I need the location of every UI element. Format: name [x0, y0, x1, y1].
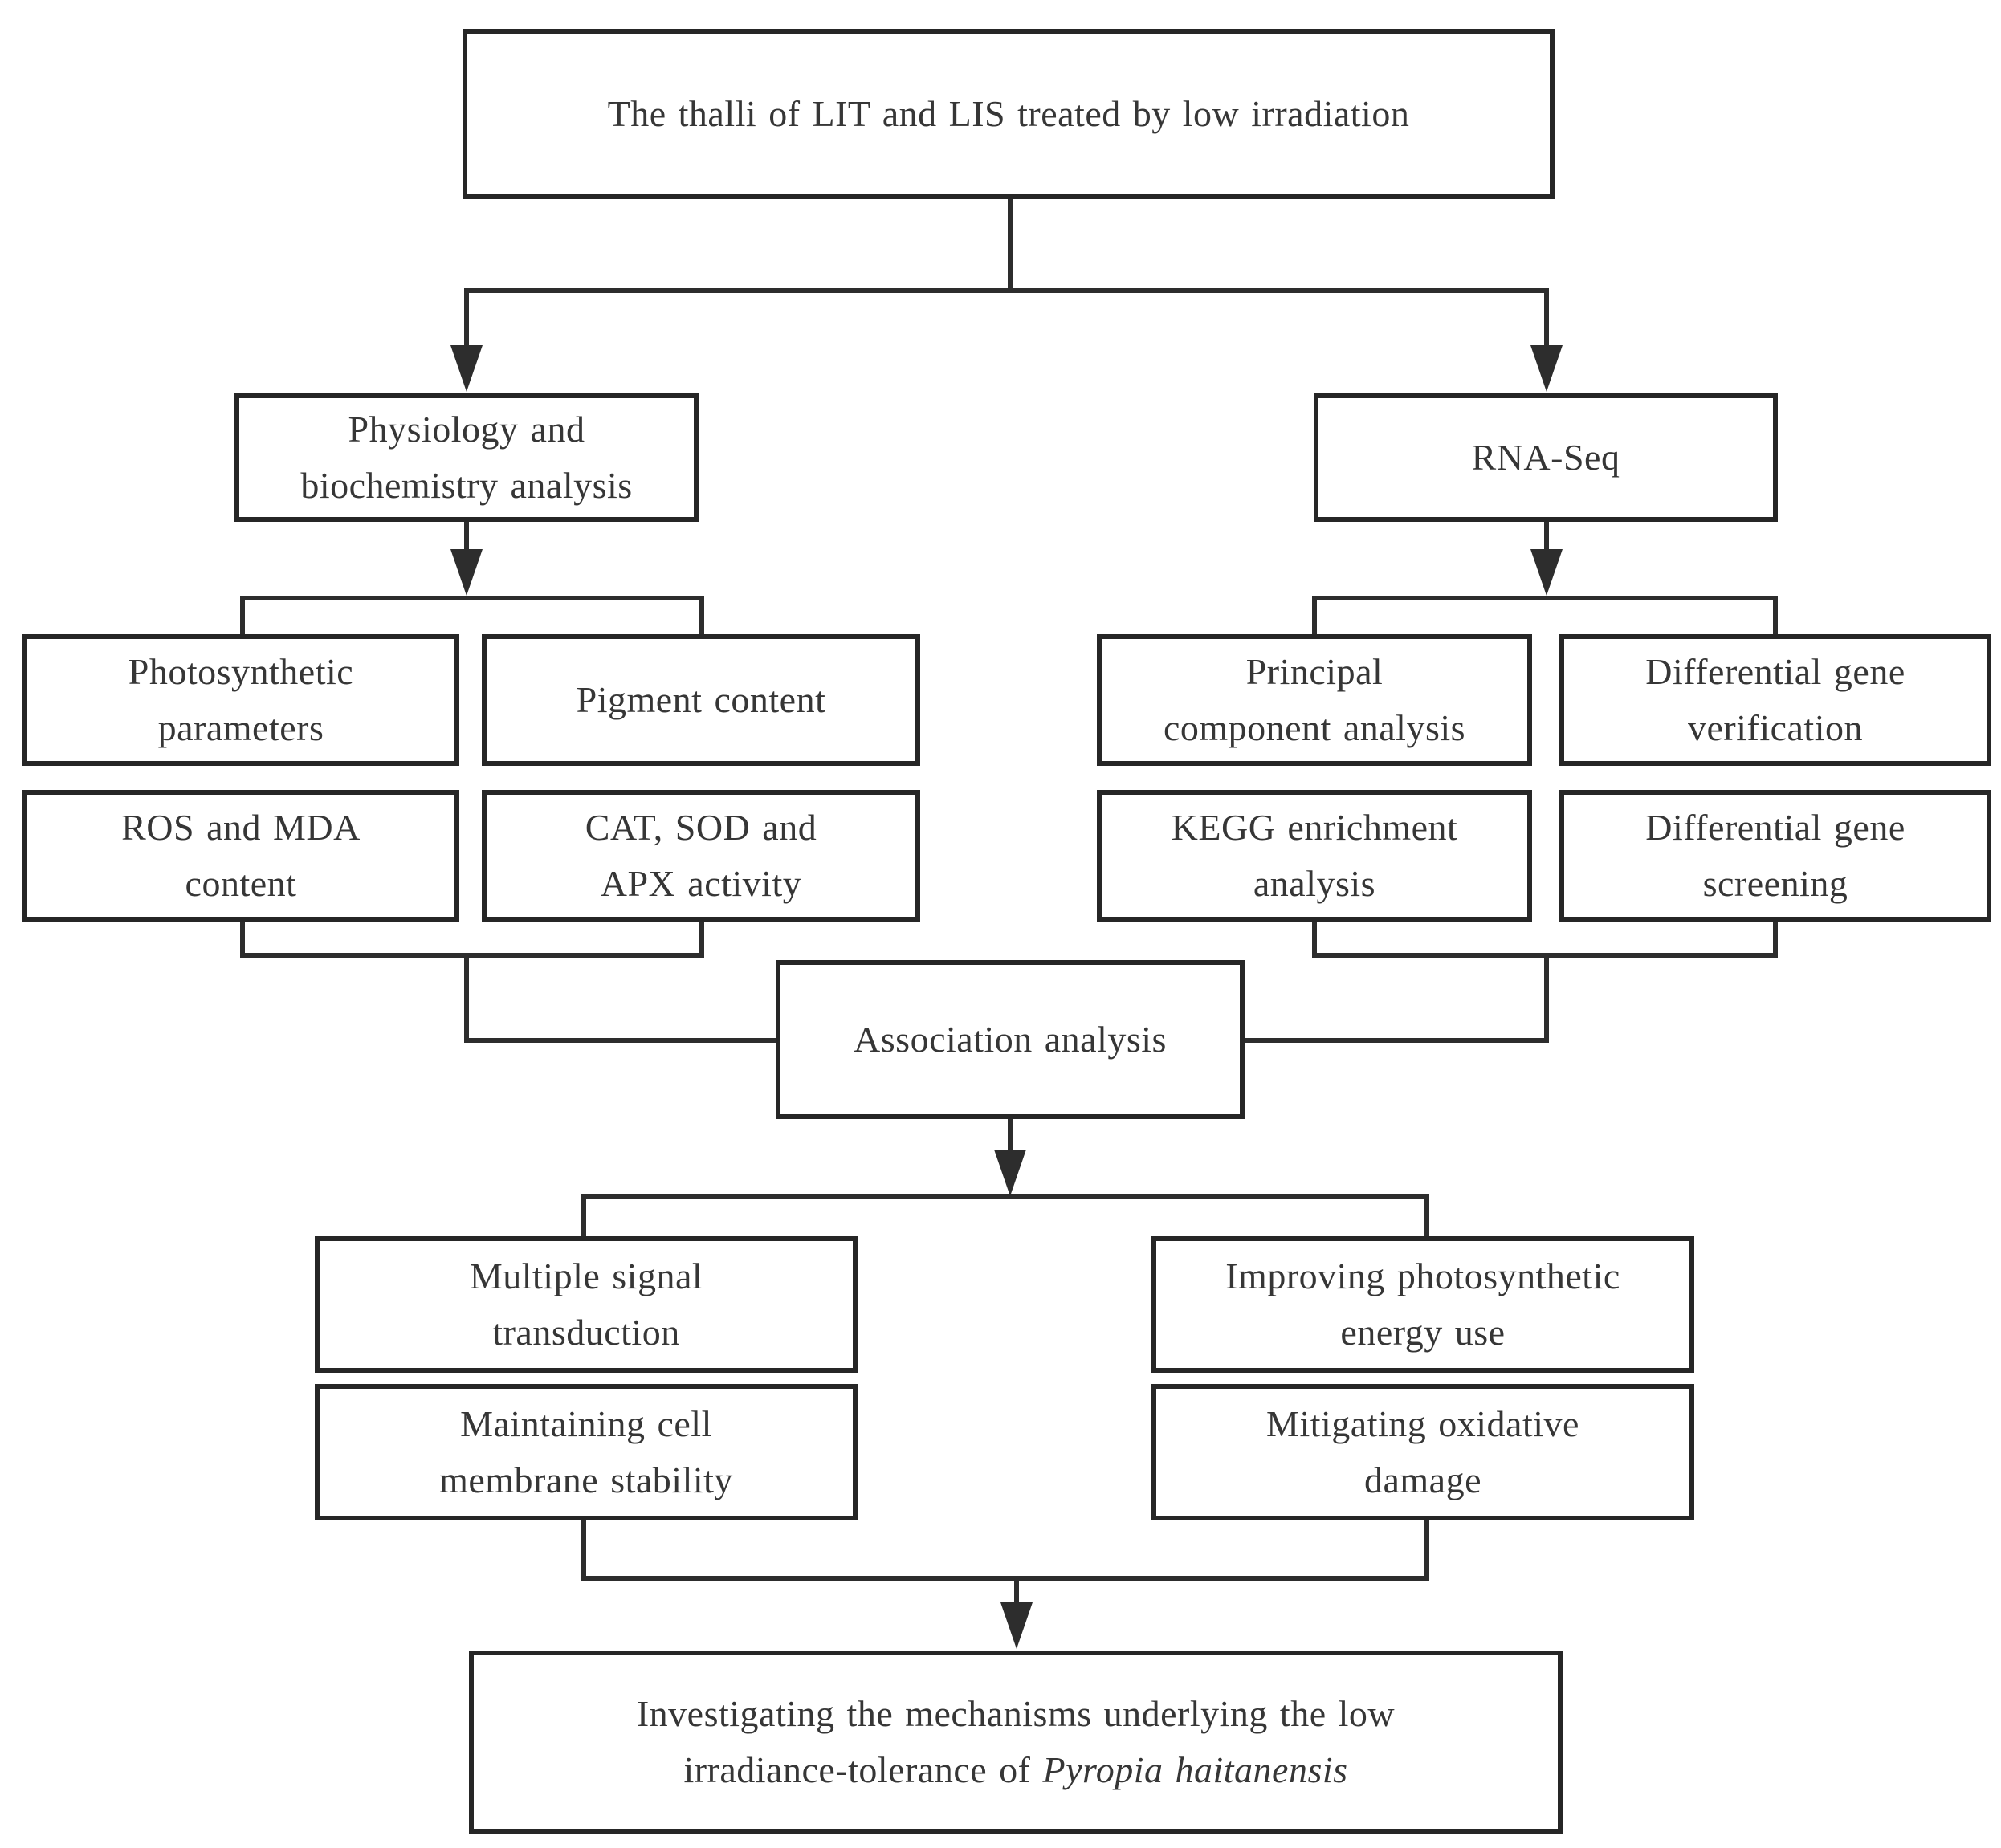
node-pigment-content: Pigment content: [482, 634, 920, 766]
node-label: Photosynthetic: [128, 651, 354, 692]
node-root: The thalli of LIT and LIS treated by low…: [463, 29, 1555, 199]
node-photosynthetic-parameters: Photosynthetic parameters: [22, 634, 459, 766]
node-label: Maintaining cell: [460, 1403, 712, 1444]
node-principal-component-analysis: Principal component analysis: [1097, 634, 1532, 766]
node-label: damage: [1363, 1459, 1482, 1500]
node-differential-gene-verification: Differential gene verification: [1559, 634, 1991, 766]
node-label: The thalli of LIT and LIS treated by low…: [607, 93, 1410, 134]
node-improving-photosynthetic-energy-use: Improving photosynthetic energy use: [1151, 1236, 1694, 1373]
node-differential-gene-screening: Differential gene screening: [1559, 790, 1991, 922]
node-mitigating-oxidative-damage: Mitigating oxidative damage: [1151, 1384, 1694, 1520]
species-name: Pyropia haitanensis: [1042, 1749, 1348, 1790]
node-label: Mitigating oxidative: [1266, 1403, 1579, 1444]
conclusion-line2-prefix: irradiance-tolerance of: [683, 1749, 1043, 1790]
node-label: Principal: [1245, 651, 1384, 692]
node-maintaining-cell-membrane-stability: Maintaining cell membrane stability: [315, 1384, 858, 1520]
node-label: Multiple signal: [469, 1256, 703, 1296]
node-label: Investigating the mechanisms underlying …: [636, 1693, 1396, 1734]
node-label: content: [185, 863, 297, 904]
node-label: Improving photosynthetic: [1225, 1256, 1620, 1296]
node-label: component analysis: [1163, 707, 1466, 748]
node-label: membrane stability: [439, 1459, 733, 1500]
node-multiple-signal-transduction: Multiple signal transduction: [315, 1236, 858, 1373]
node-label: energy use: [1340, 1312, 1506, 1353]
node-cat-sod-apx-activity: CAT, SOD and APX activity: [482, 790, 920, 922]
node-ros-mda-content: ROS and MDA content: [22, 790, 459, 922]
node-label: analysis: [1253, 863, 1376, 904]
connector-rightgrid-to-association: [1241, 922, 1778, 1043]
node-label: Physiology and: [348, 409, 585, 450]
node-label: ROS and MDA: [121, 807, 361, 848]
node-label: Association analysis: [854, 1019, 1167, 1060]
connector-association-split: [581, 1119, 1429, 1239]
node-label: Pigment content: [576, 679, 826, 720]
node-physiology-biochemistry: Physiology and biochemistry analysis: [234, 393, 699, 522]
node-label: RNA-Seq: [1471, 437, 1620, 478]
node-label: APX activity: [600, 863, 802, 904]
connector-physiology-to-grid: [240, 522, 704, 637]
node-label: biochemistry analysis: [300, 465, 633, 506]
node-association-analysis: Association analysis: [776, 960, 1245, 1119]
connector-outcomes-to-conclusion: [581, 1520, 1429, 1649]
node-conclusion: Investigating the mechanisms underlying …: [469, 1651, 1563, 1834]
connector-rnaseq-to-grid: [1312, 522, 1778, 637]
node-label: irradiance-tolerance of Pyropia haitanen…: [683, 1742, 1347, 1798]
node-label: verification: [1687, 707, 1863, 748]
node-label: transduction: [492, 1312, 680, 1353]
node-label: Differential gene: [1645, 807, 1905, 848]
connector-root-split: [450, 199, 1563, 392]
node-rna-seq: RNA-Seq: [1314, 393, 1778, 522]
node-label: parameters: [157, 707, 324, 748]
node-kegg-enrichment-analysis: KEGG enrichment analysis: [1097, 790, 1532, 922]
node-label: KEGG enrichment: [1171, 807, 1458, 848]
node-label: CAT, SOD and: [585, 807, 817, 848]
connector-leftgrid-to-association: [240, 922, 779, 1043]
node-label: Differential gene: [1645, 651, 1905, 692]
node-label: screening: [1702, 863, 1848, 904]
